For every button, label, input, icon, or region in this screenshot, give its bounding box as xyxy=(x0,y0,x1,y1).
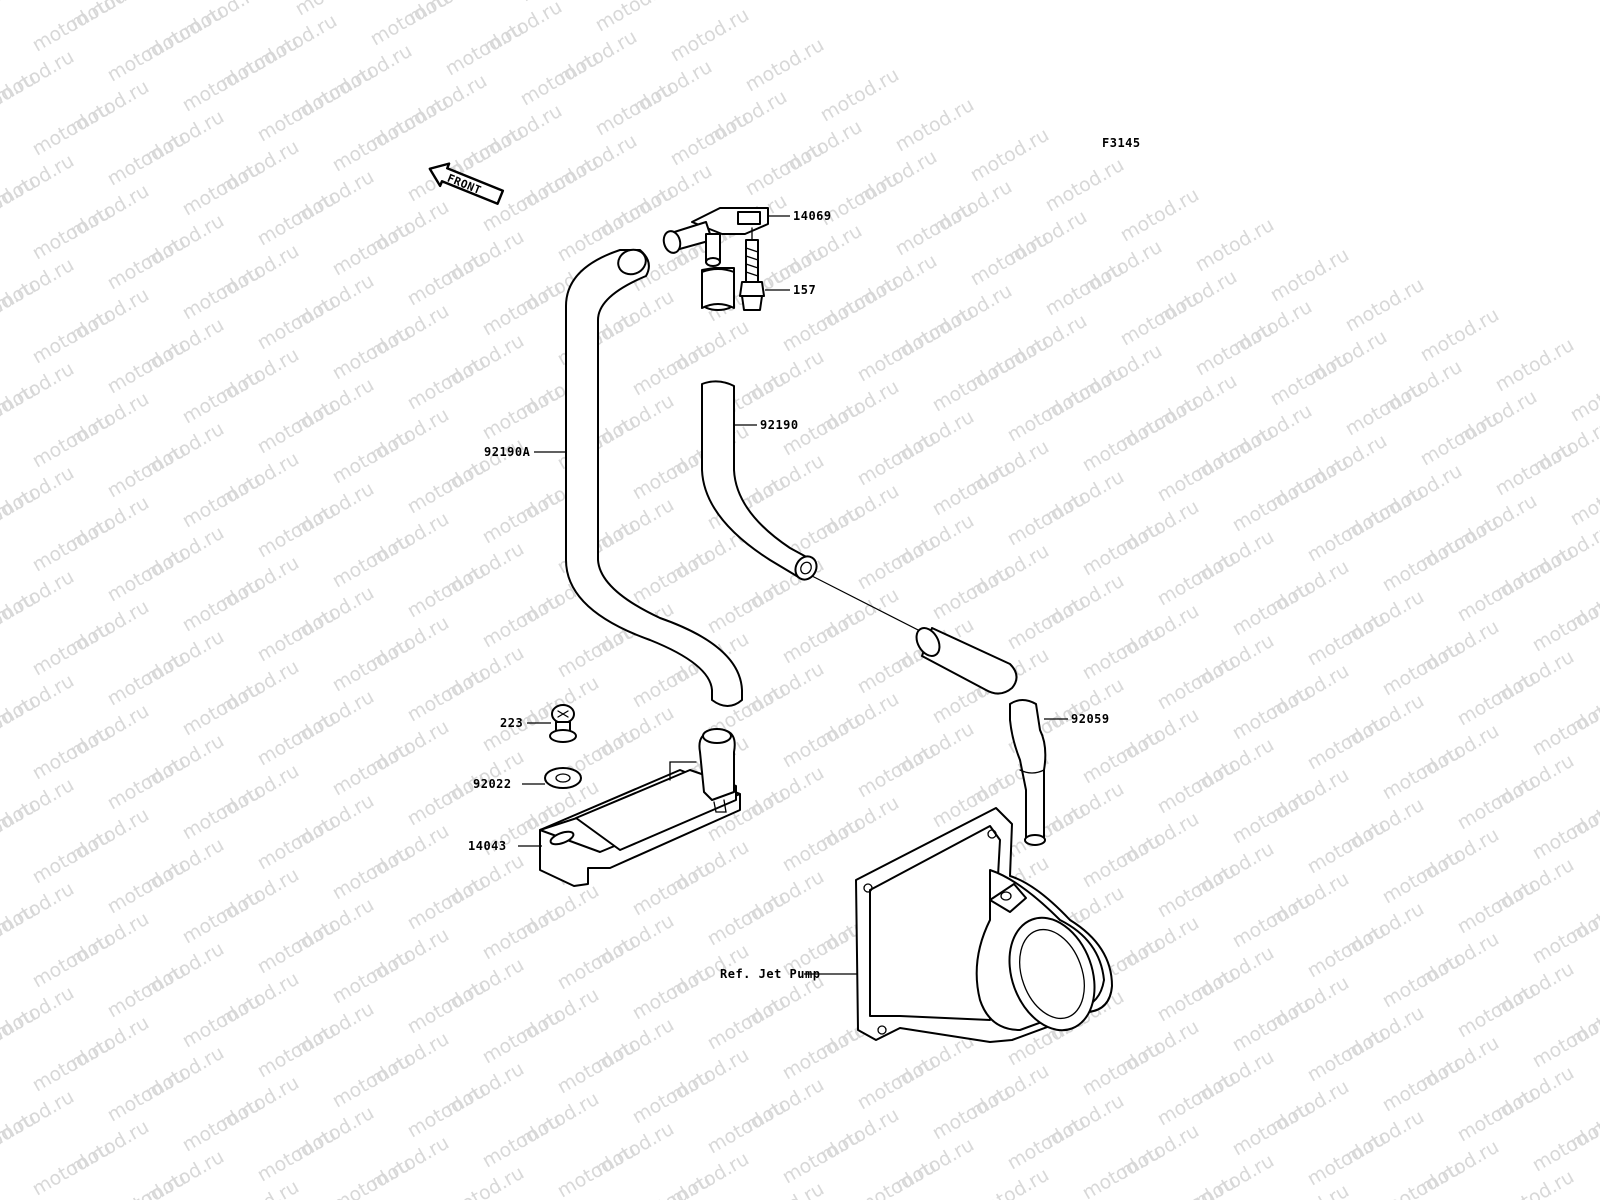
callout-92022: 92022 xyxy=(473,777,512,791)
callout-14043: 14043 xyxy=(468,839,507,853)
callout-223: 223 xyxy=(500,716,523,730)
callout-14069: 14069 xyxy=(793,209,832,223)
hose-92059 xyxy=(1009,699,1047,846)
callout-92190A: 92190A xyxy=(484,445,531,459)
jet-pump-housing xyxy=(855,807,1113,1043)
routing-line xyxy=(811,575,931,637)
hose-92190 xyxy=(701,380,818,581)
front-arrow-icon: FRONT xyxy=(428,162,505,205)
callout-92190: 92190 xyxy=(760,418,799,432)
callout-157: 157 xyxy=(793,283,816,297)
hose-92190A xyxy=(565,248,743,707)
hose-92059-upper xyxy=(915,627,1018,695)
callout-ref-jet-pump: Ref. Jet Pump xyxy=(720,967,820,981)
washer-92022 xyxy=(544,767,582,789)
figure-code: F3145 xyxy=(1102,136,1141,150)
callout-92059: 92059 xyxy=(1071,712,1110,726)
hose-short-piece xyxy=(701,267,735,311)
fitting-14069 xyxy=(662,207,769,267)
bolt-157 xyxy=(739,227,765,311)
bracket-14043 xyxy=(539,728,741,887)
screw-223 xyxy=(549,704,577,743)
